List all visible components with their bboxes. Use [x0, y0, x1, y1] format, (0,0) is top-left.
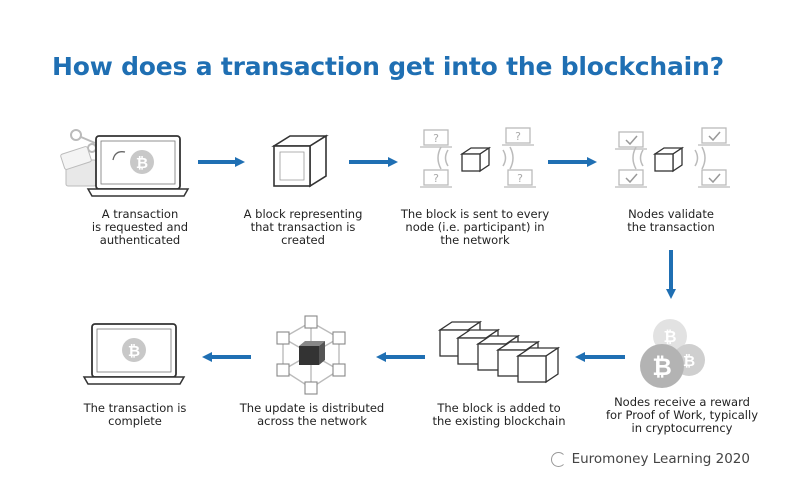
step4-network-illustration — [615, 127, 730, 188]
step2-cube-icon — [271, 134, 329, 188]
step7-caption: The update is distributed across the net… — [239, 401, 385, 428]
step1-illustration: ₿ — [60, 129, 190, 197]
step5-caption: Nodes receive a reward for Proof of Work… — [606, 395, 758, 435]
small-cube-icon — [459, 146, 492, 173]
small-cube-icon — [652, 146, 685, 173]
credit-text: Euromoney Learning 2020 — [571, 451, 750, 467]
wallet-icon — [60, 146, 97, 187]
diagram-title: How does a transaction get into the bloc… — [52, 52, 724, 81]
question-mark-icon: ?? ?? — [433, 130, 523, 185]
check-mark-icon — [625, 131, 721, 184]
bitcoin-icon: ₿ — [652, 353, 672, 381]
step7-distributed-network-illustration — [276, 315, 346, 395]
step3-caption: The block is sent to every node (i.e. pa… — [400, 207, 550, 247]
bitcoin-icon — [122, 338, 146, 362]
step8-caption: The transaction is complete — [83, 401, 187, 428]
step6-caption: The block is added to the existing block… — [432, 401, 566, 428]
step3-network-illustration: ?? ?? — [420, 127, 536, 188]
copyright-icon — [550, 451, 566, 467]
key-icon — [70, 129, 109, 153]
step4-caption: Nodes validate the transaction — [627, 207, 715, 234]
flow-arrows — [198, 157, 676, 362]
bitcoin-icon: ₿ — [663, 327, 676, 346]
credit-line: Euromoney Learning 2020 — [550, 451, 750, 467]
check-laptop-icon — [615, 127, 730, 188]
signal-waves — [437, 146, 514, 170]
step6-blockchain-illustration — [437, 320, 561, 384]
question-laptop-icon — [420, 127, 536, 188]
svg-text:₿: ₿ — [128, 342, 140, 360]
curved-arrow-icon — [112, 151, 126, 161]
step8-laptop-illustration: ₿ — [82, 323, 186, 385]
svg-text:?: ? — [517, 172, 523, 185]
svg-text:?: ? — [433, 172, 439, 185]
step5-coins-illustration: ₿ ₿ ₿ — [640, 319, 705, 388]
bitcoin-icon: ₿ — [683, 352, 695, 370]
step2-caption: A block representing that transaction is… — [243, 207, 363, 247]
svg-text:?: ? — [433, 132, 439, 145]
bitcoin-icon: ₿ — [130, 150, 154, 174]
step1-caption: A transaction is requested and authentic… — [91, 207, 189, 247]
svg-text:₿: ₿ — [136, 154, 148, 172]
center-cube-icon — [299, 341, 325, 365]
svg-text:?: ? — [515, 130, 521, 143]
